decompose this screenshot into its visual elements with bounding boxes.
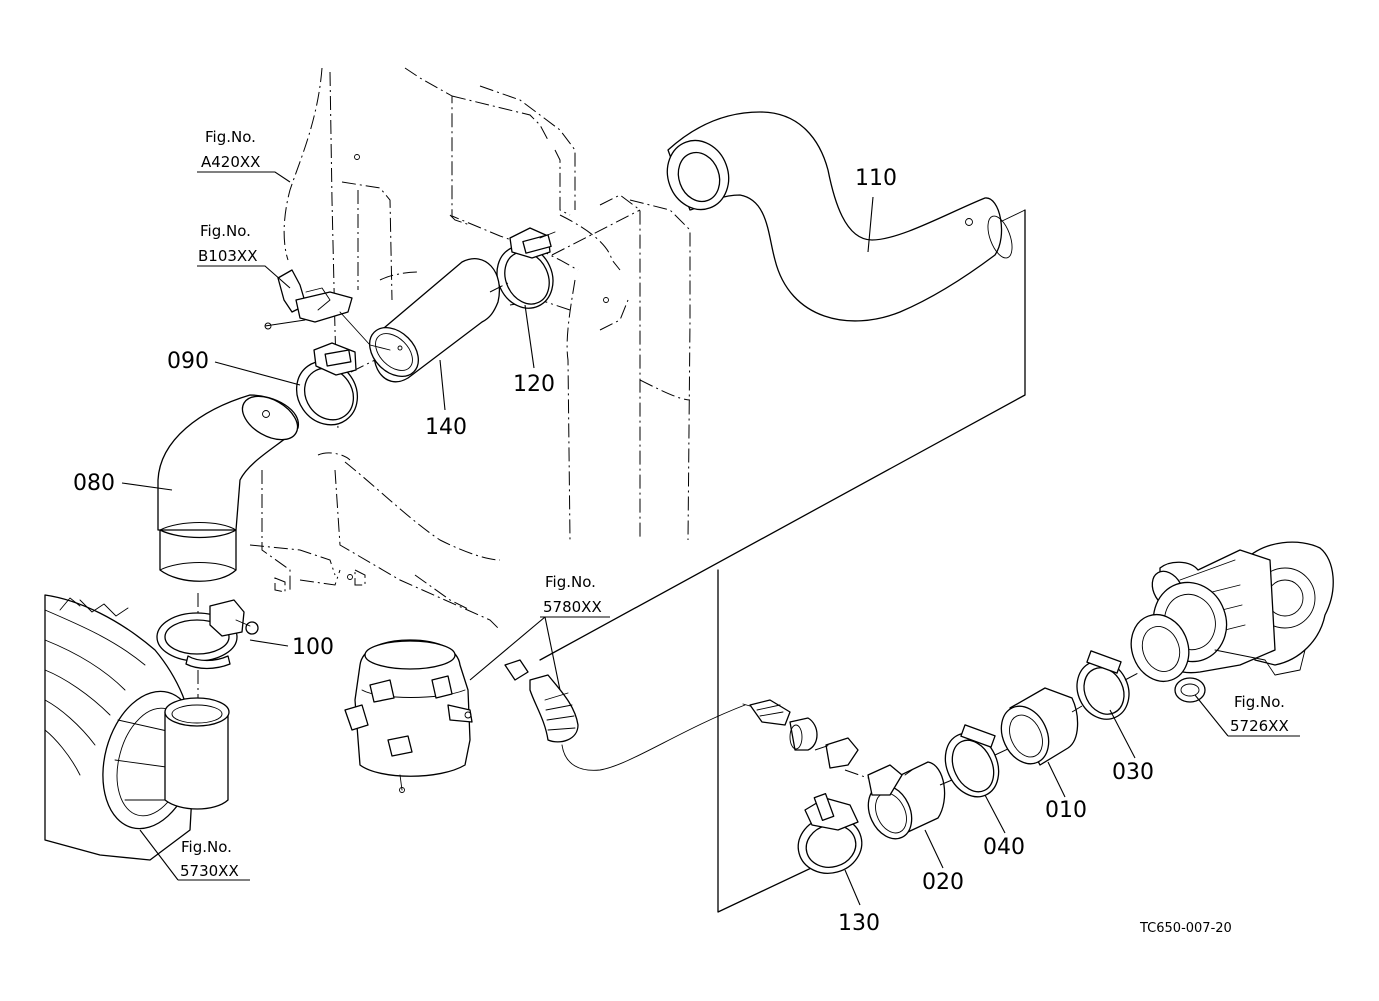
clamp-120 [496, 227, 556, 309]
clamp-100 [156, 599, 259, 670]
label-090: 090 [167, 349, 209, 374]
label-030: 030 [1112, 760, 1154, 785]
clamp-040 [944, 724, 1000, 798]
turbocharger [1130, 541, 1334, 703]
sensor-bracket [264, 269, 391, 351]
clamp-090 [295, 342, 359, 426]
fig-ref-a420-title: Fig.No. [205, 128, 256, 146]
small-fittings [742, 699, 903, 796]
air-cleaner [44, 594, 230, 861]
fig-ref-5780-title: Fig.No. [545, 573, 596, 591]
figure-references: Fig.No. A420XX Fig.No. B103XX Fig.No. 57… [180, 128, 1289, 880]
breather-hose [504, 659, 746, 771]
elbow-hose-080 [157, 394, 299, 582]
fig-ref-a420-number: A420XX [201, 153, 260, 171]
label-120: 120 [513, 372, 555, 397]
hose-110 [666, 111, 1013, 322]
label-130: 130 [838, 911, 880, 936]
assembly-center-lines [197, 209, 641, 705]
fig-ref-b103-number: B103XX [198, 247, 257, 265]
fig-ref-5730-number: 5730XX [180, 862, 239, 880]
leader-lines [121, 171, 1300, 906]
label-080: 080 [73, 471, 115, 496]
fig-ref-b103-title: Fig.No. [200, 222, 251, 240]
drawing-code: TC650-007-20 [1139, 921, 1232, 936]
radiator-shroud-outline [249, 67, 691, 631]
clamp-130 [797, 793, 863, 874]
breather-separator [344, 639, 473, 793]
fig-ref-5730-title: Fig.No. [181, 838, 232, 856]
label-040: 040 [983, 835, 1025, 860]
label-100: 100 [292, 635, 334, 660]
clamp-030 [1076, 650, 1130, 720]
intercooler-outline [539, 209, 1026, 913]
reducer-hose-010 [1000, 687, 1079, 766]
label-140: 140 [425, 415, 467, 440]
fig-ref-5780-number: 5780XX [543, 598, 602, 616]
pipe-020 [867, 761, 946, 840]
part-labels: 110 090 120 140 080 100 030 010 040 020 … [73, 166, 1154, 936]
fig-ref-5726-title: Fig.No. [1234, 693, 1285, 711]
fig-ref-5726-number: 5726XX [1230, 717, 1289, 735]
label-010: 010 [1045, 798, 1087, 823]
label-110: 110 [855, 166, 897, 191]
pipe-140 [369, 258, 500, 383]
lower-center-lines [814, 671, 1141, 786]
label-020: 020 [922, 870, 964, 895]
